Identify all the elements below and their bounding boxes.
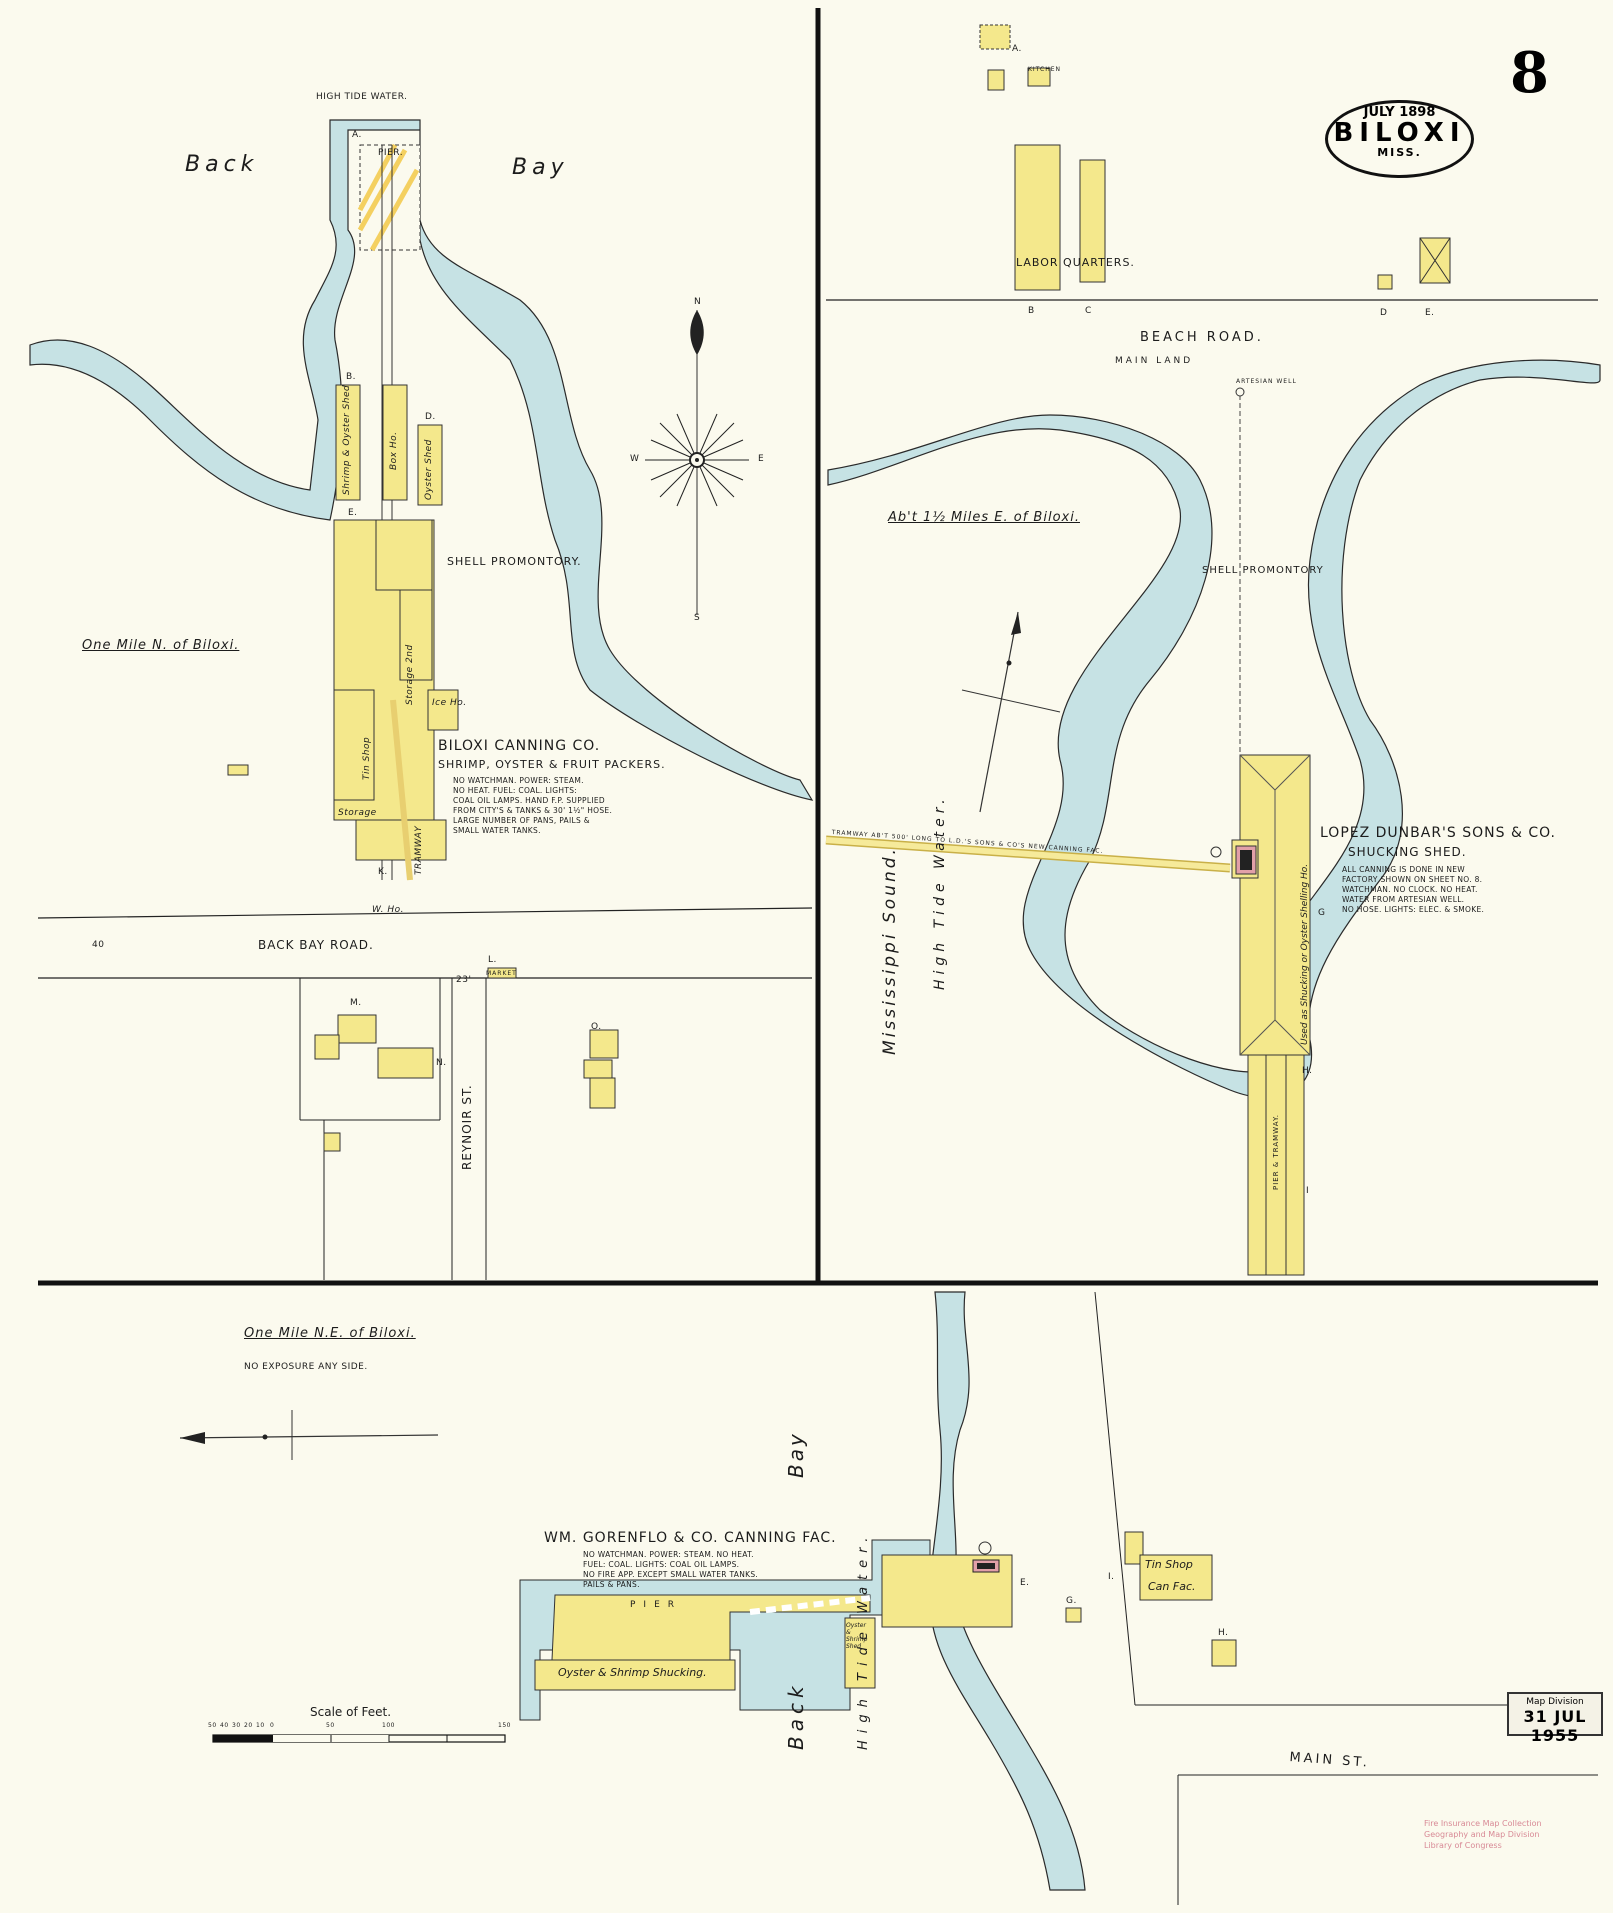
s-back-label: Back — [784, 1681, 808, 1750]
gorenflo-notes: No Watchman. Power: Steam. No Heat.Fuel:… — [583, 1550, 759, 1589]
label-i-ne: I — [1306, 1186, 1310, 1196]
pier-label-nw: PIER. — [378, 148, 404, 158]
label-e-ne: E. — [1425, 308, 1435, 318]
ice-house-label: Ice Ho. — [432, 698, 467, 708]
label-e-nw: E. — [348, 508, 358, 518]
label-b-nw: B. — [346, 372, 357, 382]
sheet-number: 8 — [1510, 40, 1549, 106]
tramway-label-nw: TRAMWAY — [414, 825, 424, 875]
labor-quarters-label: LABOR QUARTERS. — [1016, 256, 1135, 269]
compass-e-label: E — [758, 454, 765, 464]
reynoir-street-label: REYNOIR ST. — [460, 1084, 474, 1170]
label-e-s: E. — [1020, 1578, 1030, 1588]
biloxi-canning-notes: No Watchman. Power: Steam.No Heat. Fuel:… — [453, 776, 613, 835]
back-bay-road-label: BACK BAY ROAD. — [258, 938, 374, 952]
label-m: M. — [350, 998, 362, 1008]
street-width-label: 23' — [456, 975, 472, 985]
lopez-dunbar-sub: Shucking Shed. — [1348, 845, 1467, 859]
shucking-shed-label: Used as Shucking or Oyster Shelling Ho. — [1300, 863, 1310, 1045]
scale-tick-30: 30 — [232, 1722, 241, 1729]
compass-s-label: S — [694, 613, 701, 623]
mississippi-sound-label: Mississippi Sound. — [880, 846, 900, 1055]
label-b-ne: B — [1028, 306, 1035, 316]
stamp-date: 31 JUL 1955 — [1523, 1707, 1587, 1745]
label-o: O. — [591, 1022, 602, 1032]
lopez-dunbar-name: Lopez Dunbar's Sons & Co. — [1320, 825, 1557, 841]
label-k: K. — [378, 867, 388, 877]
mainland-label: MAIN LAND — [1115, 356, 1194, 366]
ne-location-label: Ab't 1½ Miles E. of Biloxi. — [888, 510, 1080, 525]
pier-tramway-label: PIER & TRAMWAY. — [1272, 1113, 1280, 1190]
label-a-ne: A. — [1012, 44, 1022, 54]
label-i-s: I. — [1108, 1572, 1115, 1582]
scale-tick-50a: 50 — [208, 1722, 217, 1729]
stamp-division: Map Division — [1526, 1697, 1584, 1707]
label-d-ne: D — [1380, 308, 1388, 318]
scale-tick-0: 0 — [270, 1722, 275, 1729]
s-tin-shop-label: Tin Shop — [1145, 1558, 1193, 1571]
map-division-stamp: Map Division 31 JUL 1955 — [1507, 1692, 1603, 1745]
scale-tick-150: 150 — [498, 1722, 511, 1729]
oyster-shrimp-shucking-label: Oyster & Shrimp Shucking. — [558, 1666, 707, 1679]
kitchen-label: KITCHEN — [1028, 66, 1061, 73]
compass-w-label: W — [630, 454, 640, 464]
label-g-ne: G — [1318, 908, 1326, 918]
artesian-well-label: ARTESIAN WELL — [1236, 378, 1297, 385]
library-credit: Fire Insurance Map Collection Geography … — [1424, 1819, 1542, 1850]
lopez-dunbar-notes: All Canning is Done in NewFactory Shown … — [1342, 865, 1485, 914]
seal-date: JULY 1898 — [1363, 105, 1436, 120]
label-a-nw: A. — [352, 130, 362, 140]
scale-tick-10: 10 — [256, 1722, 265, 1729]
high-tide-label: HIGH TIDE WATER. — [316, 92, 408, 102]
scale-bar — [212, 1734, 506, 1743]
back-label: Back — [185, 152, 259, 177]
ne-high-tide-label: High Tide Water. — [932, 794, 948, 990]
market-label: MARKET — [486, 970, 517, 977]
label-h-s: H. — [1218, 1628, 1229, 1638]
label-n: N. — [436, 1058, 447, 1068]
s-exposure-label: No Exposure Any Side. — [244, 1362, 368, 1372]
storage-label: Storage — [338, 808, 377, 818]
scale-tick-50b: 50 — [326, 1722, 335, 1729]
scale-title: Scale of Feet. — [310, 1705, 392, 1719]
gorenflo-name: Wm. Gorenflo & Co. Canning Fac. — [544, 1530, 837, 1546]
s-shrimp-shed-label: Oyster & Shrimp Shed — [846, 1622, 868, 1650]
s-bay-label: Bay — [784, 1431, 808, 1478]
nw-promontory-label: SHELL PROMONTORY. — [447, 555, 582, 568]
s-can-fac-label: Can Fac. — [1148, 1580, 1196, 1593]
s-pier-label: PIER — [630, 1600, 683, 1610]
beach-road-label: BEACH ROAD. — [1140, 330, 1264, 345]
warehouse-label: W. Ho. — [372, 905, 405, 915]
scale-tick-20: 20 — [244, 1722, 253, 1729]
label-c-ne: C — [1085, 306, 1092, 316]
label-d-nw: D. — [425, 412, 436, 422]
biloxi-canning-name: Biloxi Canning Co. — [438, 738, 601, 754]
biloxi-canning-sub: Shrimp, Oyster & Fruit Packers. — [438, 758, 666, 771]
mississippi-sound-water — [827, 359, 1601, 1099]
s-location-label: One Mile N.E. of Biloxi. — [244, 1326, 416, 1341]
label-g-s: G. — [1066, 1596, 1077, 1606]
bay-label: Bay — [512, 155, 569, 180]
tin-shop-label-nw: Tin Shop — [362, 736, 372, 780]
scale-tick-40: 40 — [220, 1722, 229, 1729]
seal-city: BILOXI — [1333, 118, 1466, 148]
scale-tick-100: 100 — [382, 1722, 395, 1729]
seal-state: MISS. — [1377, 146, 1422, 159]
ne-promontory-label: SHELL PROMONTORY — [1202, 565, 1324, 576]
storage-2nd-label: Storage 2nd — [405, 644, 415, 705]
compass-n-label: N — [694, 297, 702, 307]
city-seal: JULY 1898 BILOXI MISS. — [1325, 100, 1474, 178]
box-house-label: Box Ho. — [389, 431, 399, 470]
road-width-label: 40 — [92, 940, 105, 950]
back-bay-shoreline-s — [929, 1291, 1086, 1891]
oyster-shed-label: Oyster Shed — [424, 439, 434, 500]
nw-location-label: One Mile N. of Biloxi. — [82, 638, 240, 653]
label-l: L. — [488, 955, 497, 965]
label-h-ne: H. — [1302, 1066, 1313, 1076]
shrimp-shed-label: Shrimp & Oyster Shed — [342, 384, 352, 495]
compass-rose-icon — [645, 310, 749, 615]
